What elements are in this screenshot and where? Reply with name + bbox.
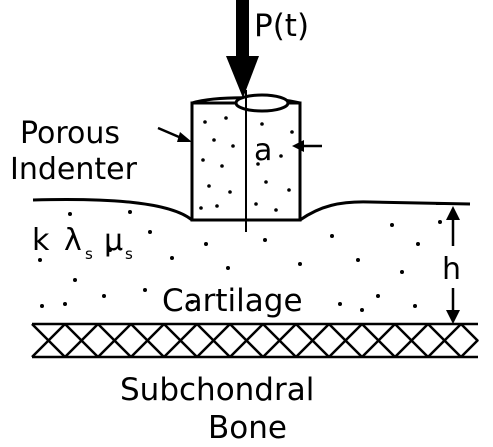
cartilage-label: Cartilage <box>162 283 303 319</box>
lambda-label: λ <box>64 223 82 258</box>
indenter-label-line1: Porous <box>20 116 120 151</box>
hatch-back <box>31 323 479 358</box>
subchondral-bone-hatching <box>31 322 479 359</box>
indenter-pores <box>199 116 294 212</box>
porous-indenter <box>190 90 302 232</box>
bone-label-line2: Bone <box>208 410 287 446</box>
mu-subscript: s <box>125 245 133 263</box>
bone-label-line1: Subchondral <box>120 372 314 408</box>
radius-dimension <box>157 126 322 152</box>
permeability-label: k <box>32 223 50 258</box>
thickness-label: h <box>442 252 461 287</box>
thickness-dimension <box>436 203 470 324</box>
radius-label: a <box>254 133 272 168</box>
lambda-subscript: s <box>85 245 93 263</box>
indenter-label-line2: Indenter <box>10 152 138 187</box>
cartilage-pores <box>38 210 442 312</box>
load-label: P(t) <box>254 8 309 44</box>
load-arrow <box>226 0 259 98</box>
mu-label: μ <box>104 223 123 258</box>
